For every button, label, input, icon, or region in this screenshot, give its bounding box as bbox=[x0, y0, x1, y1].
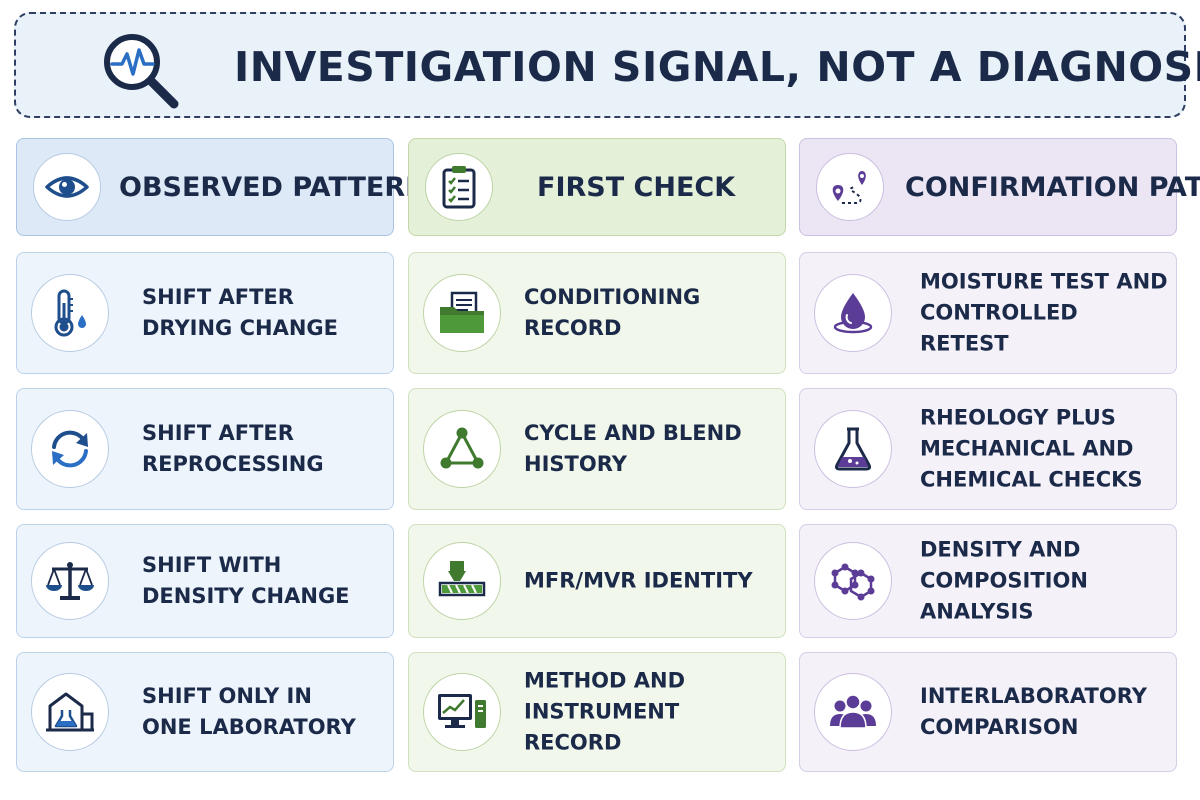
confirmation-text: RHEOLOGY PLUS MECHANICAL AND CHEMICAL CH… bbox=[920, 405, 1143, 492]
title-banner: INVESTIGATION SIGNAL, NOT A DIAGNOSIS bbox=[14, 12, 1200, 118]
people-group-icon bbox=[830, 694, 876, 729]
magnifier-pulse-icon bbox=[104, 34, 179, 109]
pattern-text: SHIFT AFTER DRYING CHANGE bbox=[142, 285, 338, 340]
list-item: SHIFT WITH DENSITY CHANGE bbox=[16, 524, 394, 638]
pattern-text: SHIFT WITH DENSITY CHANGE bbox=[142, 553, 350, 608]
confirmation-text: DENSITY AND COMPOSITION ANALYSIS bbox=[920, 537, 1088, 624]
list-item: MOISTURE TEST AND CONTROLLED RETEST bbox=[799, 252, 1177, 374]
check-text: CYCLE AND BLEND HISTORY bbox=[524, 421, 742, 476]
list-item: CONDITIONING RECORD bbox=[408, 252, 786, 374]
list-item: CYCLE AND BLEND HISTORY bbox=[408, 388, 786, 510]
list-item: SHIFT ONLY IN ONE LABORATORY bbox=[16, 652, 394, 772]
list-item: INTERLABORATORY COMPARISON bbox=[799, 652, 1177, 772]
pattern-text: SHIFT AFTER REPROCESSING bbox=[142, 421, 324, 476]
cycle-arrows-icon bbox=[52, 430, 88, 468]
balance-scale-icon bbox=[46, 562, 94, 600]
column-header-confirmation-path: CONFIRMATION PATH bbox=[799, 138, 1200, 236]
check-text: CONDITIONING RECORD bbox=[524, 285, 701, 340]
triangle-nodes-icon bbox=[440, 427, 484, 469]
folder-document-icon bbox=[440, 291, 484, 333]
eye-icon bbox=[45, 176, 89, 198]
list-item: SHIFT AFTER REPROCESSING bbox=[16, 388, 394, 510]
check-text: METHOD AND INSTRUMENT RECORD bbox=[524, 668, 685, 755]
molecule-icon bbox=[831, 563, 875, 601]
lab-building-icon bbox=[46, 692, 94, 732]
column-header-label: OBSERVED PATTERN bbox=[119, 172, 428, 203]
route-pins-icon bbox=[832, 171, 866, 204]
column-header-observed-pattern: OBSERVED PATTERN bbox=[16, 138, 428, 236]
extruder-icon bbox=[438, 561, 486, 597]
list-item: RHEOLOGY PLUS MECHANICAL AND CHEMICAL CH… bbox=[799, 388, 1177, 510]
list-item: MFR/MVR IDENTITY bbox=[408, 524, 786, 638]
column-header-label: FIRST CHECK bbox=[537, 172, 736, 203]
confirmation-text: MOISTURE TEST AND CONTROLLED RETEST bbox=[920, 269, 1168, 356]
confirmation-text: INTERLABORATORY COMPARISON bbox=[920, 684, 1147, 739]
check-text: MFR/MVR IDENTITY bbox=[524, 568, 753, 593]
column-header-label: CONFIRMATION PATH bbox=[905, 172, 1200, 203]
computer-chart-icon bbox=[438, 694, 486, 728]
list-item: SHIFT AFTER DRYING CHANGE bbox=[16, 252, 394, 374]
page-title: INVESTIGATION SIGNAL, NOT A DIAGNOSIS bbox=[234, 43, 1200, 91]
pattern-text: SHIFT ONLY IN ONE LABORATORY bbox=[142, 684, 356, 739]
water-drop-icon bbox=[833, 293, 873, 334]
list-item: METHOD AND INSTRUMENT RECORD bbox=[408, 652, 786, 772]
column-header-first-check: FIRST CHECK bbox=[408, 138, 786, 236]
list-item: DENSITY AND COMPOSITION ANALYSIS bbox=[799, 524, 1177, 638]
clipboard-checklist-icon bbox=[442, 166, 476, 209]
flask-icon bbox=[834, 427, 872, 471]
thermometer-drop-icon bbox=[54, 289, 86, 337]
